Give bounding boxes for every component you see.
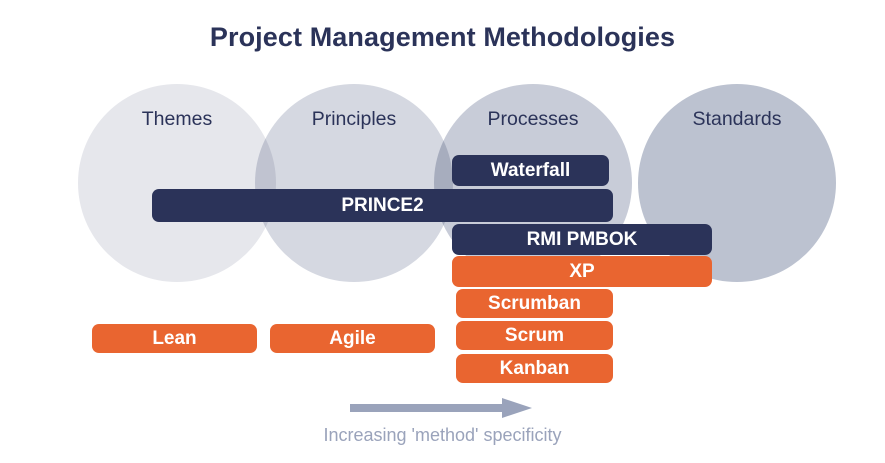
bar-lean[interactable]: Lean (92, 324, 257, 353)
page-title: Project Management Methodologies (209, 22, 676, 52)
circle-label-themes: Themes (141, 108, 213, 130)
bar-xp[interactable]: XP (452, 256, 712, 287)
specificity-arrow (350, 398, 532, 418)
bar-prince2[interactable]: PRINCE2 (152, 189, 613, 222)
circle-label-standards: Standards (692, 108, 782, 130)
bar-scrumban[interactable]: Scrumban (456, 289, 613, 318)
circle-principles (255, 84, 453, 282)
specificity-caption: Increasing 'method' specificity (323, 425, 562, 445)
bar-scrum[interactable]: Scrum (456, 321, 613, 350)
bar-rmi-pmbok[interactable]: RMI PMBOK (452, 224, 712, 255)
arrow-right-icon (350, 398, 532, 418)
bar-kanban[interactable]: Kanban (456, 354, 613, 383)
bar-agile[interactable]: Agile (270, 324, 435, 353)
bar-waterfall[interactable]: Waterfall (452, 155, 609, 186)
circle-label-processes: Processes (487, 108, 579, 130)
circle-label-principles: Principles (311, 108, 397, 130)
circle-themes (78, 84, 276, 282)
